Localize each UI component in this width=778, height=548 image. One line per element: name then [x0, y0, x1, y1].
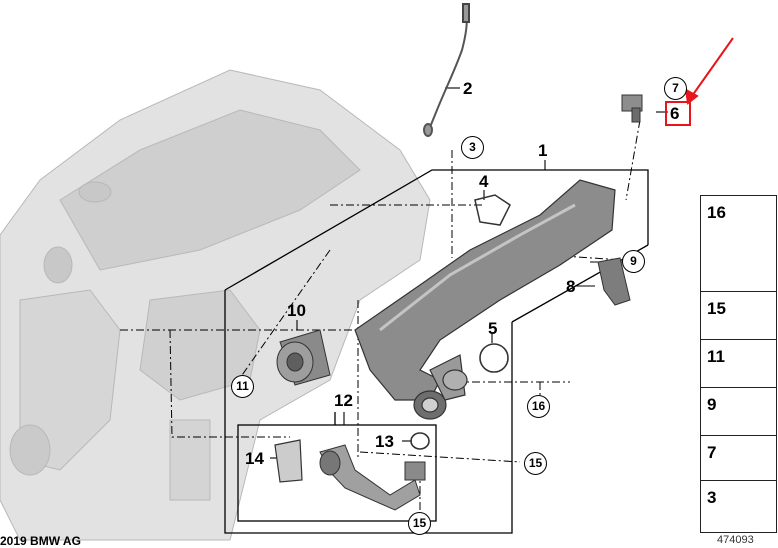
- pipe-12-illustration: [319, 444, 426, 511]
- callout-1: 1: [538, 141, 548, 160]
- legend-row: 9: [701, 387, 776, 436]
- sensor-6-illustration: [621, 94, 643, 123]
- callout-4: 4: [479, 172, 489, 191]
- intake-manifold-illustration: [354, 179, 616, 420]
- engine-block-illustration: [0, 69, 431, 541]
- legend-row: 15: [701, 291, 776, 340]
- bracket-8-illustration: [597, 257, 631, 306]
- legend-label: 16: [707, 203, 726, 222]
- legend-row: 16: [701, 196, 776, 291]
- callout-6: 6: [670, 104, 680, 123]
- callout-13: 13: [375, 432, 394, 451]
- callout-16: 16: [527, 395, 550, 418]
- callout-5: 5: [488, 319, 498, 338]
- legend-row: 11: [701, 339, 776, 388]
- callout-7: 7: [664, 77, 687, 100]
- legend-label: 15: [707, 299, 726, 318]
- callout-11: 11: [231, 375, 254, 398]
- copyright-notice: 2019 BMW AG: [0, 534, 81, 548]
- diagram-id: 474093: [717, 534, 754, 546]
- oil-dipstick-illustration: [423, 3, 470, 137]
- legend-label: 3: [707, 488, 717, 507]
- legend-label: 7: [707, 443, 717, 462]
- callout-14: 14: [245, 449, 264, 468]
- callout-8: 8: [566, 277, 576, 296]
- valve-10-illustration: [276, 329, 331, 386]
- gasket-14-illustration: [274, 439, 303, 483]
- highlight-annotation: [665, 37, 734, 126]
- callout-15a: 15: [524, 452, 547, 475]
- legend-row: 3: [701, 480, 776, 531]
- legend-label: 11: [707, 347, 725, 366]
- callout-3: 3: [461, 136, 484, 159]
- callout-12: 12: [334, 391, 353, 410]
- fastener-legend: 16 15 11 9 7 3: [700, 195, 777, 533]
- legend-label: 9: [707, 395, 717, 414]
- gasket-4-illustration: [474, 194, 511, 226]
- legend-row: 7: [701, 435, 776, 481]
- callout-10: 10: [287, 301, 306, 320]
- callout-9: 9: [622, 250, 645, 273]
- callout-15b: 15: [408, 512, 431, 535]
- callout-2: 2: [463, 79, 473, 98]
- o-ring-13-illustration: [410, 432, 430, 450]
- o-ring-5-illustration: [479, 343, 509, 373]
